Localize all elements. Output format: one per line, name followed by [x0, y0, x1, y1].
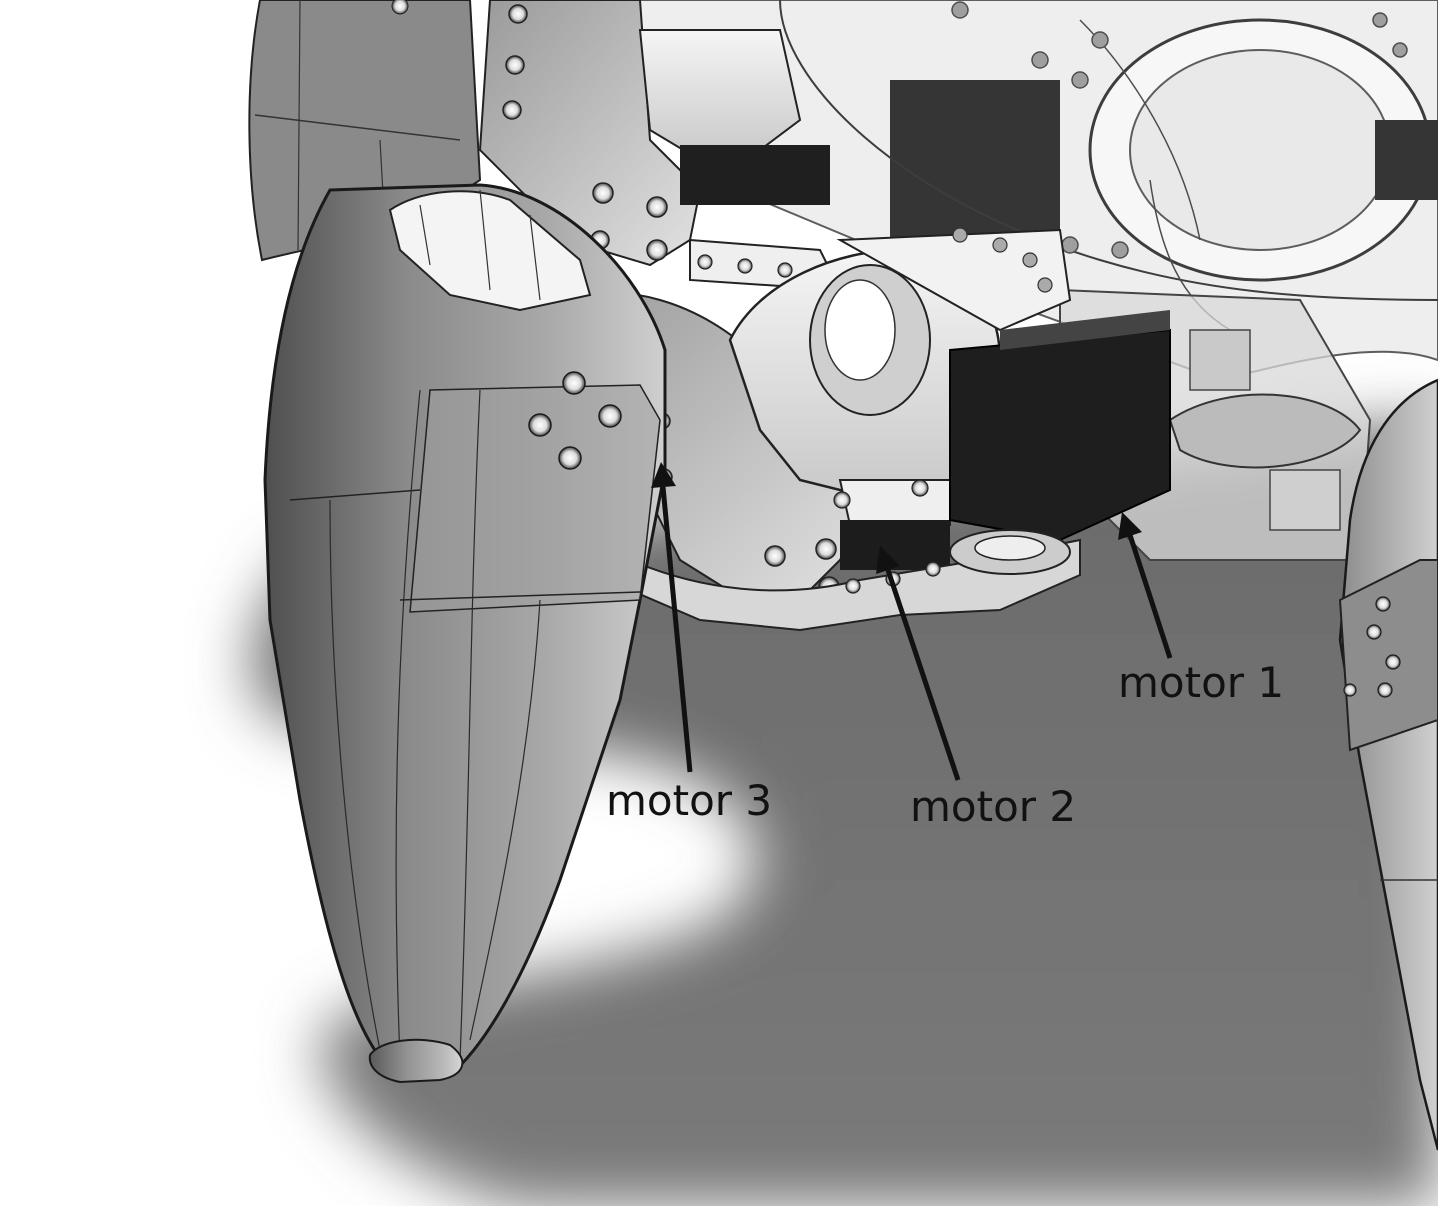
arrow-motor-3: [651, 462, 693, 773]
lower-leg-cap: [388, 189, 592, 312]
annotation-arrows: [651, 462, 1173, 781]
arrow-motor-2: [876, 546, 961, 781]
body-frame: [639, 0, 1438, 382]
label-motor-2: motor 2: [910, 782, 1077, 831]
foot-tip: [368, 1038, 464, 1084]
motor-block-1: [949, 310, 1171, 542]
lower-leg-shell: [263, 183, 667, 1080]
motor-base-bracket: [629, 529, 1081, 632]
right-leg: [1338, 378, 1438, 1151]
arrow-motor-1: [1118, 512, 1173, 659]
upper-hub: [638, 29, 842, 292]
label-motor-3: motor 3: [606, 776, 773, 825]
label-motor-1: motor 1: [1118, 658, 1285, 707]
knee-housing: [728, 227, 1072, 526]
